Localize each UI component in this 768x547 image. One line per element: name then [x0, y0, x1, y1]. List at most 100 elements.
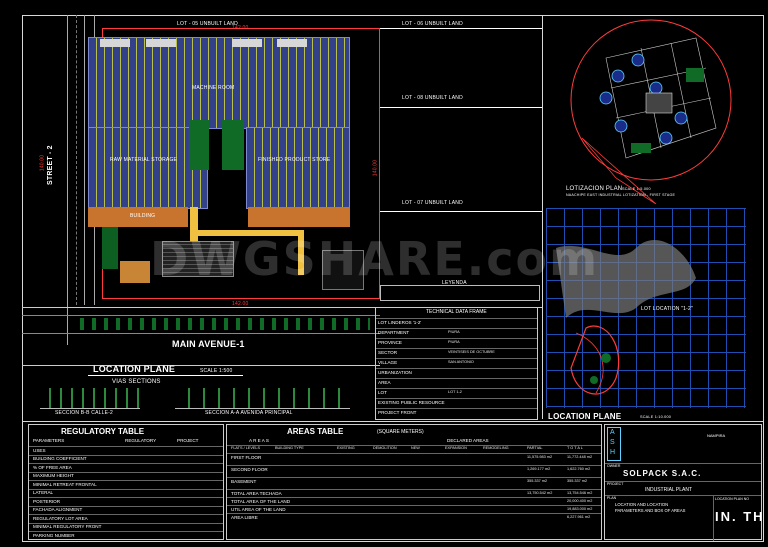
title-block: A S H NAMPIRA OWNER SOLPACK S.A.C. PROJE… [604, 424, 765, 541]
tech-row-label: DEPARTMENT [378, 330, 410, 335]
dim-bottom: 142.00 [232, 301, 249, 307]
areas-row-name: TOTAL AREA TECHADA [231, 491, 282, 496]
sheet-number: IN. TH [715, 509, 765, 524]
machine-room-label: MACHINE ROOM [192, 85, 235, 91]
building-orange-left [88, 207, 188, 227]
areas-col-header: EXISTING [337, 446, 355, 450]
areas-row-total: 1,622.760 m2 [567, 467, 591, 471]
areas-row-name: TOTAL AREA OF THE LAND [231, 499, 291, 504]
location-map: LOT LOCATION "1-2" [546, 208, 746, 408]
areas-col-header: T O T A L [567, 446, 583, 450]
finished-store-block [246, 127, 350, 209]
lot-05-label: LOT - 05 UNBUILT LAND [177, 21, 238, 27]
tech-row-label: PROVINCE [378, 340, 402, 345]
areas-col-header: DEMOLITION [373, 446, 397, 450]
regulatory-header: REGULATORY [125, 438, 157, 443]
tech-row-label: SECTOR [378, 350, 398, 355]
frame-divider-vertical [542, 15, 543, 419]
areas-row-total: 19,883.000 m2 [567, 507, 593, 511]
building-orange-right [248, 207, 350, 227]
tech-row-value: PIURA [448, 330, 460, 334]
areas-row-partial: 11,575.983 m2 [527, 455, 553, 459]
tech-row-label: VILLAGE [378, 360, 398, 365]
areas-row-name: FIRST FLOOR [231, 455, 262, 460]
tech-row-label: URBANIZATION [378, 370, 412, 375]
lotization-subtitle: NAACHIPE EAST INDUSTRIAL LOTIZATION - FI… [566, 193, 676, 197]
main-avenue-label: MAIN AVENUE-1 [172, 339, 245, 349]
tech-row-label: LOT [378, 390, 387, 395]
frame-divider-horizontal [22, 421, 764, 422]
legend-title: LEYENDA [442, 280, 467, 286]
technical-data-frame: TECHNICAL DATA FRAME LOT LINDEROS '1-2'D… [375, 307, 538, 420]
dim-right: 140.00 [372, 159, 379, 177]
areas-row-total: 13,754.546 m2 [567, 491, 593, 495]
regulatory-cell: REGULATORY LOT AREA [33, 515, 88, 521]
tech-row-value: VEINTISEIS DE OCTUBRE [448, 350, 495, 354]
street-label: STREET - 2 [47, 145, 54, 185]
regulatory-cell: USES [33, 447, 46, 453]
location-plane-2-title: LOCATION PLANE [548, 412, 622, 421]
areas-row-name: SECOND FLOOR [231, 467, 268, 472]
tech-row-label: AREA [378, 380, 391, 385]
regulatory-cell: BUILDING COEFFICIENT [33, 456, 87, 461]
section-aa-label: SECCION A-A AVENIDA PRINCIPAL [205, 410, 293, 416]
regulatory-cell: % OF FREE AREA [33, 464, 72, 470]
drawing-frame [22, 15, 764, 542]
areas-row-name: UTIL AREA OF THE LAND [231, 507, 286, 512]
lot-07-label: LOT - 07 UNBUILT LAND [402, 200, 463, 206]
regulatory-cell: FACHADA ALIGNMENT [33, 507, 83, 512]
location-plane-title: LOCATION PLANE [93, 364, 176, 374]
areas-row-partial: 1,269.177 m2 [527, 467, 551, 471]
raw-storage-label: RAW MATERIAL STORAGE [110, 157, 178, 163]
lotization-scale: SCALE 1:5.000 [622, 187, 651, 191]
areas-col-header: FLATS / LEVELS [231, 446, 261, 450]
areas-row-total: 6,227.961 m2 [567, 515, 591, 519]
tech-row-label: PROJECT FRONT [378, 410, 417, 415]
tech-row-label: EXISTING PUBLIC RESOURCE [378, 400, 445, 405]
regulatory-cell: MINIMAL REGULATORY FRONT [33, 524, 102, 529]
tech-row-value: PIURA [448, 340, 460, 344]
vias-sections-title: VIAS SECTIONS [112, 379, 161, 385]
areas-col-header: REMODELING [483, 446, 509, 450]
lotization-plan [570, 19, 732, 204]
watermark: DWGSHARE.com [150, 232, 600, 286]
project-name: INDUSTRIAL PLANT [645, 487, 693, 493]
tech-row-value: SAN ANTONIO [448, 360, 474, 364]
areas-table: AREAS TABLE (SQUARE METERS) A R E A S DE… [226, 424, 602, 540]
areas-row-total: 355.337 m2 [567, 479, 588, 483]
regulatory-cell: POSTERIOR [33, 498, 61, 504]
areas-col-header: BUILDING TYPE [275, 446, 304, 450]
areas-row-partial: 355.337 m2 [527, 479, 548, 483]
raw-storage-block [88, 127, 208, 209]
finished-store-label: FINISHED PRODUCT STORE [258, 157, 331, 163]
lot-08-label: LOT - 08 UNBUILT LAND [402, 95, 463, 101]
areas-col-header: NEW [411, 446, 420, 450]
section-bb [40, 388, 140, 409]
regulatory-cell: MAXIMUM HEIGHT [33, 473, 74, 478]
location-plane-scale: SCALE 1:500 [200, 368, 233, 374]
location-plane-2-scale: SCALE 1:10.000 [640, 415, 672, 419]
regulatory-cell: MINIMAL RETREAT FRONTAL [33, 481, 97, 487]
regulatory-cell: PARKING NUMBER [33, 532, 75, 538]
lotization-title: LOTIZACION PLAN [566, 186, 623, 192]
courtyard-green-1 [189, 120, 209, 170]
machine-room-block [88, 37, 350, 129]
areas-col-header: PARTIAL [527, 446, 543, 450]
areas-row-partial: 13,750.542 m2 [527, 491, 553, 495]
building-label: BUILDING [130, 213, 156, 219]
areas-col-header: EXPANSION [445, 446, 467, 450]
section-aa [175, 388, 350, 409]
tech-row-value: LOT 1-2 [448, 390, 462, 394]
areas-row-total: 11,772.448 m2 [567, 455, 593, 459]
courtyard-green-2 [222, 120, 244, 170]
lot-location-label: LOT LOCATION "1-2" [641, 306, 693, 312]
owner-name: SOLPACK S.A.C. [623, 469, 702, 478]
dim-left: 140.00 [39, 154, 46, 172]
areas-row-total: 20,000.400 m2 [567, 499, 593, 503]
regulatory-cell: LATERAL [33, 490, 54, 495]
areas-row-name: AREA LIBRE [231, 515, 258, 520]
dim-top: 142.00 [232, 25, 249, 31]
areas-row-name: BASEMENT [231, 479, 257, 484]
section-bb-label: SECCION B-B CALLE-2 [55, 410, 113, 416]
